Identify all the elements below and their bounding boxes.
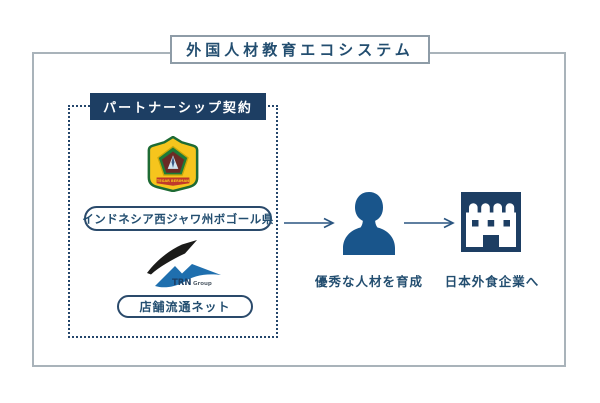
trn-group-logo-icon: TRN Group	[147, 240, 221, 288]
bogor-regency-crest-icon: TEGAR BERIMAN	[147, 136, 199, 192]
bogor-name-pill: インドネシア西ジャワ州ボゴール県	[82, 206, 274, 231]
crest-motto-text: TEGAR BERIMAN	[157, 179, 189, 183]
partnership-label-text: パートナーシップ契約	[103, 101, 253, 116]
bogor-name-text: インドネシア西ジャワ州ボゴール県	[82, 211, 274, 226]
trn-logo-sub-text: Group	[193, 281, 212, 287]
arrow-right-icon	[404, 217, 455, 229]
trn-name-text: 店舗流通ネット	[139, 300, 231, 314]
diagram-title: 外国人材教育エコシステム	[186, 41, 414, 59]
trn-logo-main-text: TRN	[172, 278, 191, 288]
person-caption: 優秀な人材を育成	[314, 274, 424, 289]
trn-name-pill: 店舗流通ネット	[117, 295, 253, 318]
arrow-right-icon	[284, 217, 335, 229]
person-icon	[343, 192, 395, 255]
store-caption: 日本外食企業へ	[444, 274, 540, 289]
store-icon	[461, 192, 521, 252]
partnership-label: パートナーシップ契約	[90, 93, 266, 120]
diagram-title-box: 外国人材教育エコシステム	[170, 35, 430, 64]
